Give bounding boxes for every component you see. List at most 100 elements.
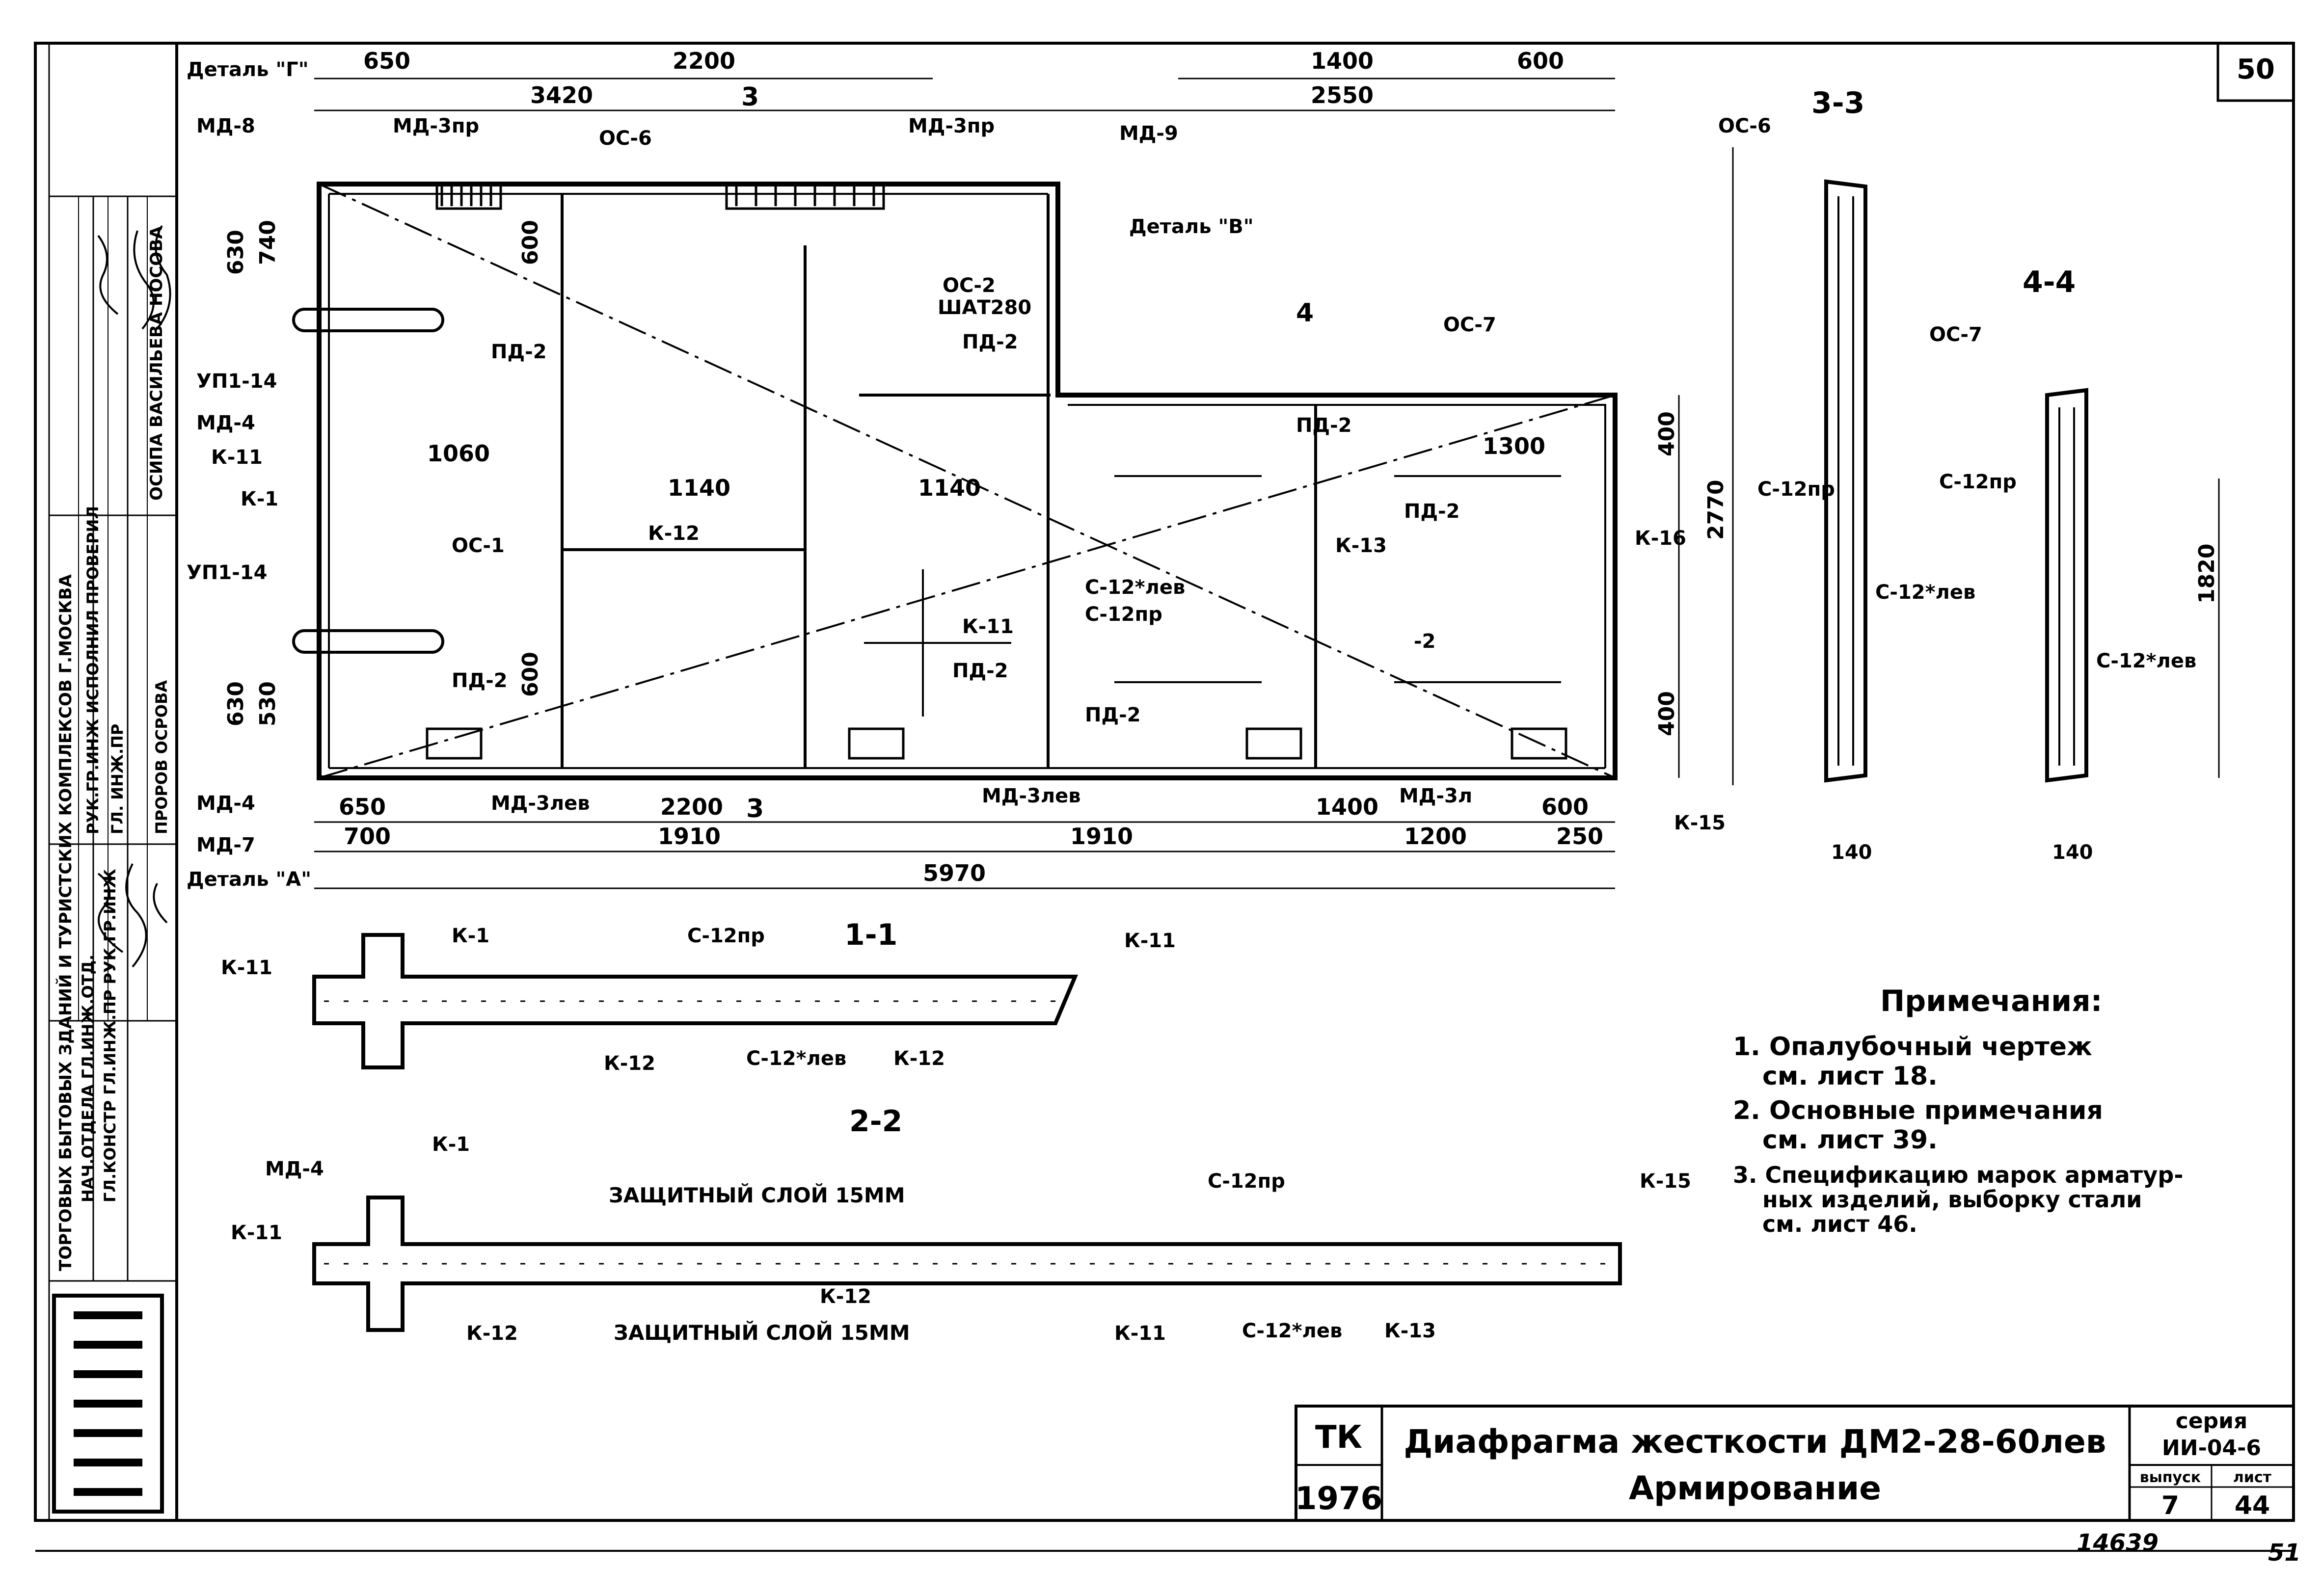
dim-1140-a: 1140 bbox=[668, 475, 730, 501]
dim-3420: 3420 bbox=[530, 82, 593, 108]
label-s-12pr-s11: С-12пр bbox=[687, 925, 765, 947]
section-mark-4: 4 bbox=[1296, 298, 1314, 328]
label-k-12-s22-mid: К-12 bbox=[820, 1285, 871, 1308]
dim-650-bottom: 650 bbox=[339, 794, 386, 820]
title-block: ТК 1976 Диафрагма жесткости ДМ2-28-60лев… bbox=[1295, 1405, 2295, 1522]
label-s-12-lev-s44: С-12*лев bbox=[2096, 650, 2196, 672]
dim-530: 530 bbox=[255, 681, 280, 726]
frame-bars bbox=[561, 194, 1317, 768]
dim-2200-bottom: 2200 bbox=[660, 794, 723, 820]
label-pd-2-a: ПД-2 bbox=[962, 331, 1018, 353]
label-os-7: ОС-7 bbox=[1443, 314, 1496, 336]
label-pd-2-g: ПД-2 bbox=[1085, 704, 1141, 726]
note-3-line-3: см. лист 46. bbox=[1762, 1211, 1917, 1237]
label-k-13: К-13 bbox=[1335, 534, 1387, 557]
label-pd-2-b: ПД-2 bbox=[491, 341, 547, 363]
label-k-12: К-12 bbox=[648, 522, 700, 545]
stamp-roles-1: НАЧ.ОТДЕЛА ГЛ.ИНЖ.ОТД. bbox=[79, 955, 97, 1202]
dim-740: 740 bbox=[255, 220, 280, 265]
dim-400-top: 400 bbox=[1654, 411, 1679, 456]
diagonal-brace-2 bbox=[319, 394, 1616, 779]
label-up1-14-top: УП1-14 bbox=[196, 370, 277, 393]
short-bars bbox=[864, 475, 1561, 717]
stamp-surnames: ОСИПА ВАСИЛЬЕВА НОСОВА bbox=[147, 226, 166, 501]
label-os-6: ОС-6 bbox=[599, 127, 652, 150]
notes-title: Примечания: bbox=[1880, 984, 2103, 1018]
label-md-7: МД-7 bbox=[196, 834, 255, 856]
dim-700: 700 bbox=[344, 823, 391, 850]
label-md-3pr-right: МД-3пр bbox=[908, 115, 995, 137]
sheet-frame bbox=[34, 42, 2295, 1522]
label-k-16: К-16 bbox=[1635, 527, 1686, 550]
series-label: серия bbox=[2176, 1409, 2248, 1434]
label-s-12-lev: С-12*лев bbox=[1085, 576, 1185, 599]
label-s-12pr-s44: С-12пр bbox=[1939, 471, 2017, 493]
label-md-3lev-a: МД-3лев bbox=[491, 792, 590, 815]
drawing-subtitle: Армирование bbox=[1629, 1469, 1881, 1507]
label-cover-bottom: ЗАЩИТНЫЙ СЛОЙ 15ММ bbox=[614, 1320, 910, 1345]
dim-1140-b: 1140 bbox=[918, 475, 981, 501]
drawing-title: Диафрагма жесткости ДМ2-28-60лев bbox=[1403, 1423, 2106, 1461]
dim-1200: 1200 bbox=[1404, 823, 1467, 850]
label-md-3lev-c: МД-3л bbox=[1399, 785, 1472, 807]
section-3-3: 3-3 ОС-6 С-12пр С-12*лев 140 bbox=[1718, 86, 1975, 864]
dim-2770: 2770 bbox=[1703, 480, 1728, 540]
label-os-2: ОС-2 bbox=[943, 274, 996, 297]
dim-630-top: 630 bbox=[223, 230, 248, 275]
label-pd-2-f: ПД-2 bbox=[952, 660, 1008, 682]
main-elevation bbox=[292, 182, 1618, 780]
section-2-2-title: 2-2 bbox=[849, 1104, 902, 1139]
stamp-roles-2: ГЛ.КОНСТР ГЛ.ИНЖ.ПР РУК.ГР.ИНЖ bbox=[101, 869, 119, 1202]
organization-name: ТОРГОВЫХ БЫТОВЫХ ЗДАНИЙ И ТУРИСТСКИХ КОМ… bbox=[55, 574, 76, 1271]
dim-1910-b: 1910 bbox=[1070, 823, 1133, 850]
label-shat: ШАТ280 bbox=[938, 296, 1031, 319]
section-4-4-title: 4-4 bbox=[2023, 265, 2076, 299]
label-k-15-s22: К-15 bbox=[1640, 1170, 1691, 1193]
year: 1976 bbox=[1295, 1481, 1382, 1517]
label-k-13-s22: К-13 bbox=[1384, 1320, 1436, 1342]
dim-630-bottom: 630 bbox=[223, 681, 248, 726]
page-number: 51 bbox=[2268, 1539, 2301, 1567]
label-s-12-lev-s22: С-12*лев bbox=[1242, 1320, 1342, 1342]
label-k-11-s22-mid: К-11 bbox=[1114, 1322, 1166, 1345]
tk-label: ТК bbox=[1315, 1419, 1362, 1456]
label-pd-2-e: ПД-2 bbox=[452, 669, 508, 692]
dim-2550: 2550 bbox=[1311, 82, 1374, 108]
dim-600-left: 600 bbox=[518, 220, 543, 265]
label-s-12pr-s22: С-12пр bbox=[1208, 1170, 1285, 1193]
sheet-of: 44 bbox=[2235, 1491, 2270, 1520]
stamp-names: ПРОРОВ ОСРОВА bbox=[152, 680, 171, 834]
dim-600-left-bottom: 600 bbox=[518, 652, 543, 697]
section-3-3-title: 3-3 bbox=[1811, 86, 1864, 120]
sheet-number-box bbox=[2216, 43, 2294, 102]
dim-650-top: 650 bbox=[363, 48, 410, 74]
dim-1400-top: 1400 bbox=[1311, 48, 1374, 74]
label-md-8: МД-8 bbox=[196, 115, 255, 137]
dimension-lines bbox=[314, 78, 2220, 889]
label-md-9: МД-9 bbox=[1119, 122, 1178, 145]
label-md-3lev-b: МД-3лев bbox=[982, 785, 1081, 807]
label-s-12-lev-s33: С-12*лев bbox=[1875, 581, 1975, 604]
label-up1-14-bottom: УП1-14 bbox=[187, 561, 267, 584]
section-1-1: 1-1 К-11 К-1 С-12пр К-11 К-12 С-12*лев К… bbox=[221, 918, 1176, 1075]
note-2-line-1: 2. Основные примечания bbox=[1733, 1096, 2103, 1125]
stamp-roles-3: РУК.ГР.ИНЖ ИСПОЛНИЛ ПРОВЕРИЛ bbox=[83, 506, 102, 834]
notes: Примечания: 1. Опалубочный чертеж см. ли… bbox=[1733, 984, 2183, 1237]
section-2-2: 2-2 МД-4 К-1 К-11 ЗАЩИТНЫЙ СЛОЙ 15ММ С-1… bbox=[231, 1104, 1691, 1345]
sheet-label: лист bbox=[2233, 1469, 2272, 1486]
label-k-1-s22: К-1 bbox=[432, 1133, 470, 1156]
sheet-number: 50 bbox=[2237, 53, 2275, 85]
dim-1060: 1060 bbox=[427, 440, 490, 467]
note-1-line-2: см. лист 18. bbox=[1762, 1062, 1938, 1091]
note-1-line-1: 1. Опалубочный чертеж bbox=[1733, 1032, 2092, 1062]
dim-140-s44: 140 bbox=[2052, 841, 2093, 864]
handwritten-signatures bbox=[97, 225, 171, 968]
label-k-11-s11-left: К-11 bbox=[221, 957, 272, 979]
dim-1400-bottom: 1400 bbox=[1316, 794, 1378, 820]
dim-250: 250 bbox=[1556, 823, 1603, 850]
label-cover-top: ЗАЩИТНЫЙ СЛОЙ 15ММ bbox=[609, 1183, 905, 1207]
diagonal-brace-1 bbox=[319, 183, 1616, 779]
label-k-11-mid: К-11 bbox=[962, 615, 1014, 638]
